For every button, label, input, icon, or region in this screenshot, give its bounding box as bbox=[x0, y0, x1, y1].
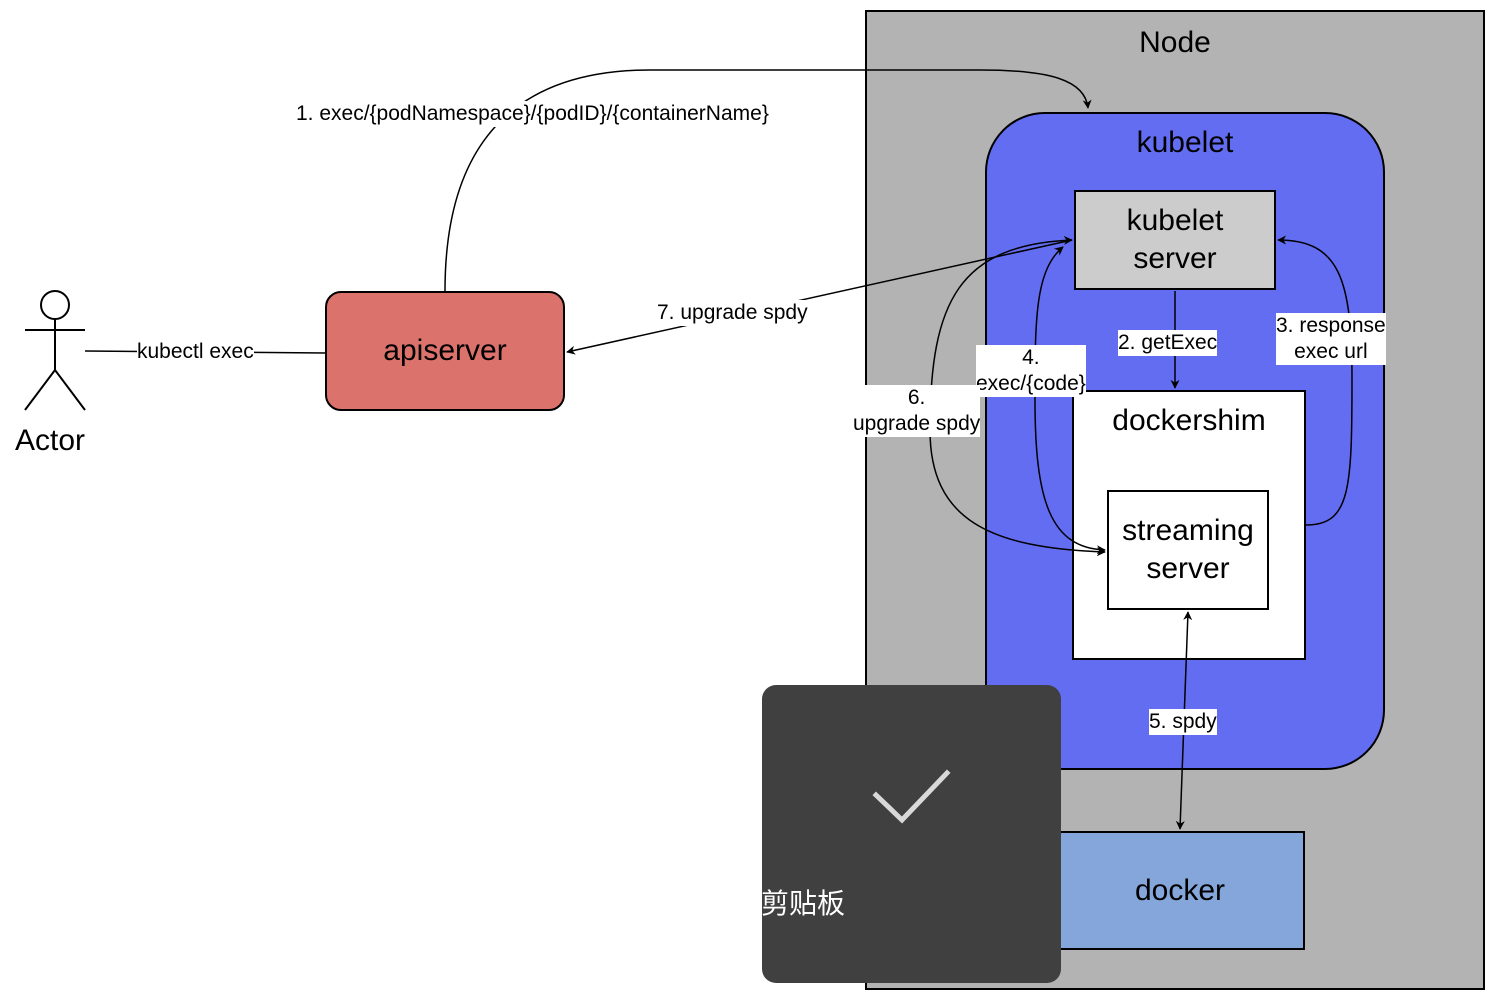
streaming-server-label-line1: streaming bbox=[1122, 514, 1254, 547]
clipboard-toast bbox=[762, 685, 1061, 983]
step3-arrow bbox=[1277, 235, 1353, 526]
kubelet-server-box: kubelet server bbox=[1074, 190, 1276, 290]
step5-label: 5. spdy bbox=[1149, 709, 1217, 735]
kubectl-exec-label: kubectl exec bbox=[137, 339, 254, 365]
docker-label: docker bbox=[1134, 873, 1226, 907]
step3-label: 3. response exec url bbox=[1276, 313, 1386, 365]
step4-label-line1: 4. bbox=[1022, 346, 1040, 369]
kubelet-title: kubelet bbox=[1136, 126, 1234, 159]
streaming-server-box: streaming server bbox=[1107, 490, 1269, 610]
apiserver-label: apiserver bbox=[383, 334, 507, 367]
streaming-server-label-line2: server bbox=[1146, 552, 1230, 585]
step1-label: 1. exec/{podNamespace}/{podID}/{containe… bbox=[296, 101, 769, 127]
step7-arrow bbox=[566, 239, 1073, 355]
step7-label: 7. upgrade spdy bbox=[657, 300, 808, 326]
step4-label-line2: exec/{code} bbox=[976, 372, 1086, 395]
step2-label: 2. getExec bbox=[1118, 330, 1218, 356]
step4-arrow bbox=[1034, 246, 1106, 555]
dockershim-title: dockershim bbox=[1112, 404, 1266, 437]
step1-arrow bbox=[444, 69, 1092, 292]
step3-label-line1: 3. response bbox=[1276, 314, 1386, 337]
kubelet-server-label-line2: server bbox=[1133, 242, 1217, 275]
step6-label: 6. upgrade spdy bbox=[853, 385, 981, 437]
step6-label-line2: upgrade spdy bbox=[853, 412, 981, 435]
node-title: Node bbox=[1139, 26, 1211, 59]
step4-label: 4. exec/{code} bbox=[976, 345, 1086, 397]
toast-message: 已添加到剪贴板 bbox=[648, 887, 845, 920]
kubelet-server-label-line1: kubelet bbox=[1126, 204, 1224, 237]
step6-label-line1: 6. bbox=[907, 386, 926, 409]
step3-label-line2: exec url bbox=[1294, 340, 1368, 363]
actor-figure bbox=[24, 290, 86, 411]
apiserver-box: apiserver bbox=[325, 291, 565, 411]
actor-label: Actor bbox=[15, 424, 86, 457]
